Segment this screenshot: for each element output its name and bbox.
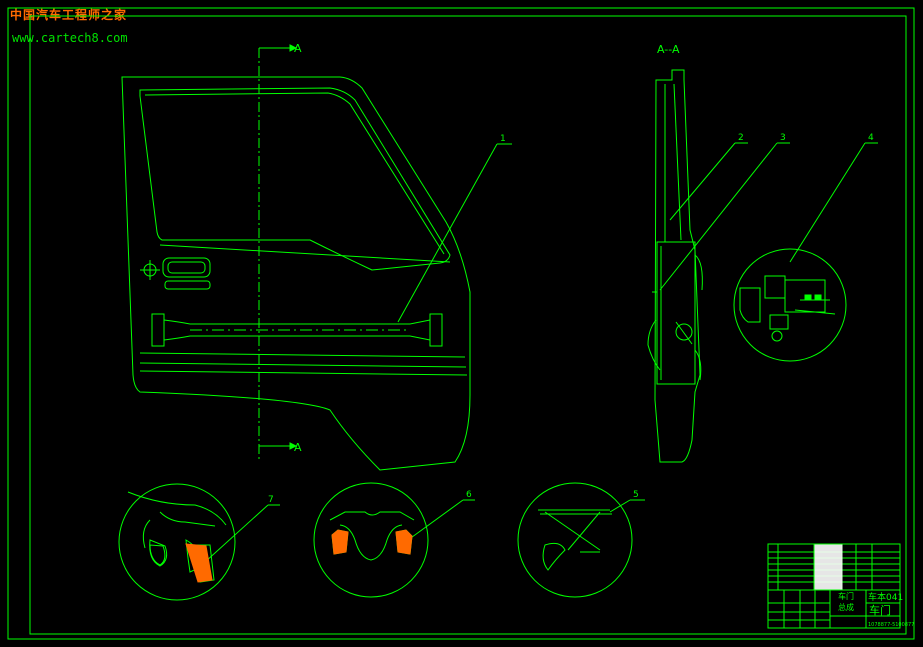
section-view-a-a bbox=[647, 69, 878, 463]
callout-3: 3 bbox=[780, 133, 786, 143]
callout-4: 4 bbox=[868, 133, 874, 143]
title-bottom-code: 1078877-5100877 bbox=[868, 622, 914, 628]
title-big-name: 车门 bbox=[869, 603, 891, 617]
section-view-title: A--A bbox=[657, 43, 680, 56]
inner-border bbox=[29, 15, 907, 635]
callout-1: 1 bbox=[500, 134, 506, 144]
callout-7: 7 bbox=[268, 495, 274, 505]
watermark-url: www.cartech8.com bbox=[12, 31, 128, 45]
section-marker-top: A bbox=[294, 42, 302, 55]
detail-5 bbox=[517, 482, 645, 598]
title-drawing-no: 车本041 bbox=[868, 591, 903, 603]
callout-5: 5 bbox=[633, 490, 639, 500]
title-subtitle: 总成 bbox=[838, 602, 854, 612]
detail-7 bbox=[118, 483, 280, 601]
door-side-view bbox=[121, 44, 512, 471]
title-block bbox=[767, 543, 901, 629]
watermark-site-name: 中国汽车工程师之家 bbox=[10, 8, 128, 22]
callout-2: 2 bbox=[738, 133, 744, 143]
callout-6: 6 bbox=[466, 490, 472, 500]
section-marker-bottom: A bbox=[294, 441, 302, 454]
outer-border bbox=[7, 7, 915, 640]
title-part-name: 车门 bbox=[838, 591, 854, 601]
detail-4 bbox=[733, 248, 847, 362]
